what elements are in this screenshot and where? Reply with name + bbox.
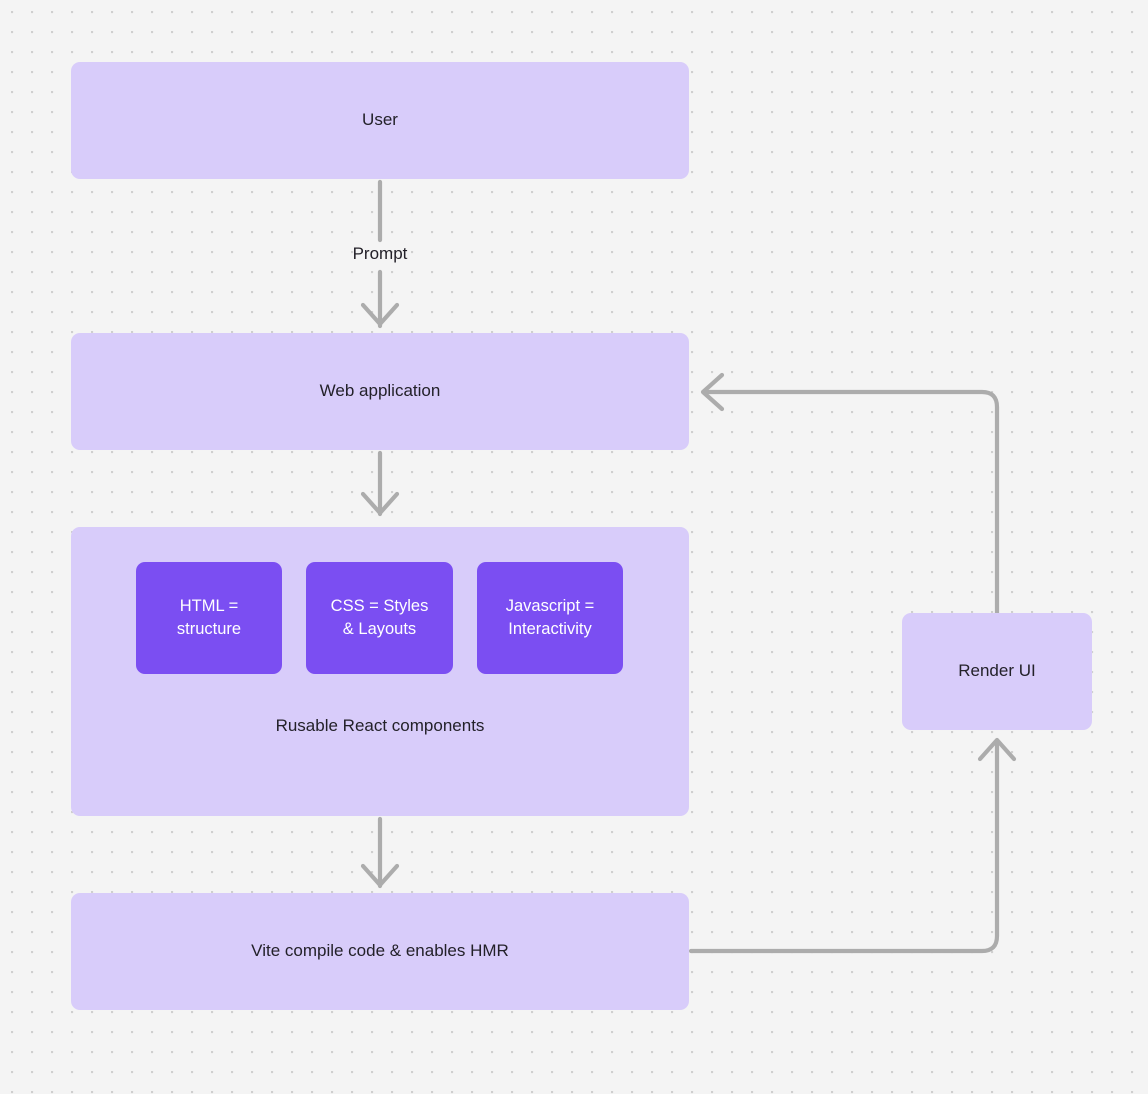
node-javascript-label: Javascript = Interactivity bbox=[506, 595, 595, 642]
node-html-label-line1: HTML = bbox=[179, 596, 239, 615]
node-html-label: HTML = structure bbox=[177, 595, 241, 642]
arrowhead-user-to-web bbox=[360, 302, 400, 327]
node-user[interactable]: User bbox=[71, 62, 689, 179]
arrowhead-vite-to-render-ui bbox=[977, 737, 1017, 762]
node-user-label: User bbox=[362, 110, 398, 130]
node-css-label-line2: & Layouts bbox=[342, 620, 417, 638]
node-html-label-line2: structure bbox=[176, 620, 242, 638]
node-components-group-caption: Rusable React components bbox=[275, 716, 485, 735]
node-vite[interactable]: Vite compile code & enables HMR bbox=[71, 893, 689, 1010]
node-render-ui-label: Render UI bbox=[958, 661, 1036, 681]
node-javascript[interactable]: Javascript = Interactivity bbox=[477, 562, 623, 674]
node-render-ui[interactable]: Render UI bbox=[902, 613, 1092, 730]
node-javascript-label-line2: Interactivity bbox=[508, 620, 592, 638]
node-web-application-label: Web application bbox=[319, 381, 441, 401]
node-javascript-label-line1: Javascript = bbox=[505, 596, 595, 615]
node-css-label: CSS = Styles & Layouts bbox=[331, 595, 429, 642]
node-html[interactable]: HTML = structure bbox=[136, 562, 282, 674]
node-css[interactable]: CSS = Styles & Layouts bbox=[306, 562, 453, 674]
edge-render-ui-to-web bbox=[702, 389, 1000, 616]
node-vite-label: Vite compile code & enables HMR bbox=[251, 941, 509, 961]
edge-label-prompt: Prompt bbox=[352, 244, 408, 263]
arrowhead-components-to-vite bbox=[360, 863, 400, 888]
node-css-label-line1: CSS = Styles bbox=[330, 596, 429, 615]
arrowhead-render-ui-to-web bbox=[700, 372, 725, 412]
arrowhead-web-to-components bbox=[360, 491, 400, 516]
edge-vite-to-render-ui bbox=[688, 739, 1000, 954]
node-web-application[interactable]: Web application bbox=[71, 333, 689, 450]
